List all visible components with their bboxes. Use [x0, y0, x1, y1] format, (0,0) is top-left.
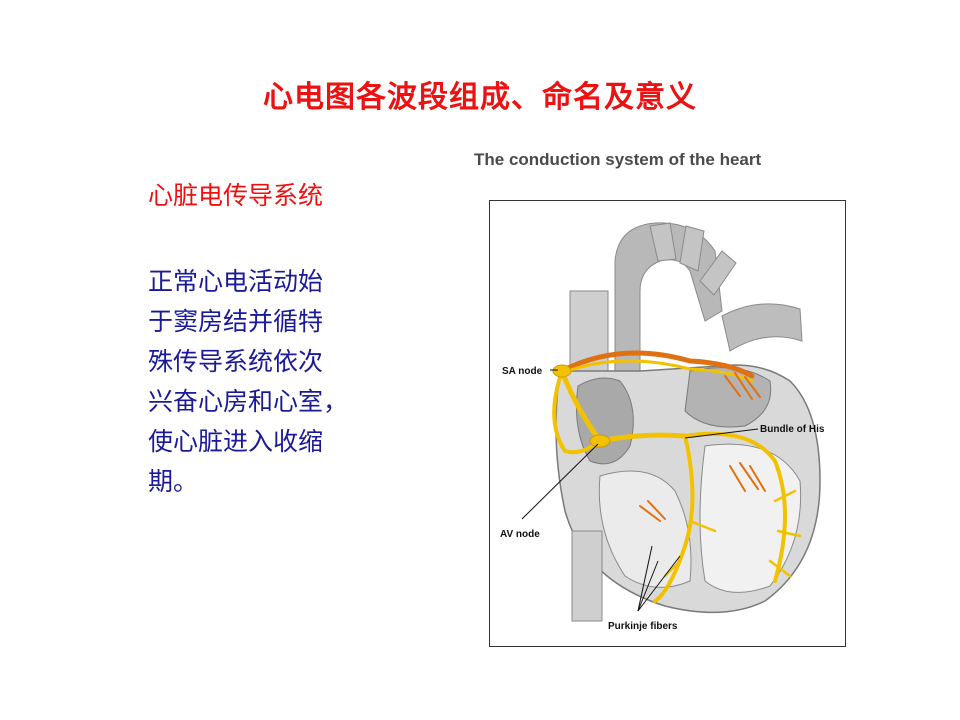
label-av-node: AV node [500, 529, 540, 540]
pulmonary-artery [721, 303, 803, 352]
bachmann-bundle [559, 350, 755, 379]
right-bundle-branch [653, 434, 695, 603]
left-bundle-branch [683, 431, 787, 583]
slide-title: 心电图各波段组成、命名及意义 [263, 80, 697, 115]
body-line: 使心脏进入收缩 [148, 427, 324, 456]
label-sa-node: SA node [502, 366, 543, 377]
aortic-branch-3 [699, 250, 737, 296]
aortic-branch-2 [679, 225, 705, 272]
internodal-pathway [552, 369, 602, 455]
figure-caption: The conduction system of the heart [474, 150, 762, 169]
bundle-of-his-leader [684, 428, 759, 439]
heart-figure: SA node Bundle of His AV node Purkinje f… [489, 200, 846, 647]
body-line: 正常心电活动始 [148, 267, 324, 296]
right-ventricle [598, 470, 692, 588]
heart-illustration: SA node Bundle of His AV node Purkinje f… [500, 222, 825, 632]
bachmann-bundle [560, 359, 754, 383]
purkinje-leader [637, 555, 681, 612]
body-line: 殊传导系统依次 [148, 347, 324, 376]
inferior-vena-cava [571, 530, 603, 622]
body-line: 期。 [148, 467, 199, 496]
left-atrium [684, 367, 772, 428]
purkinje-branch [663, 489, 802, 578]
section-subheading: 心脏电传导系统 [148, 181, 324, 210]
av-node-leader [521, 443, 599, 520]
internodal-pathway [559, 368, 603, 444]
aortic-branch-1 [649, 222, 677, 262]
av-node-marker [589, 434, 611, 448]
label-bundle-of-his: Bundle of His [760, 424, 825, 435]
body-line: 兴奋心房和心室， [148, 387, 349, 416]
purkinje-leader [637, 545, 653, 612]
left-ventricle [699, 443, 802, 593]
purkinje-leader [637, 560, 659, 612]
body-line: 于窦房结并循特 [148, 307, 324, 336]
orange-fibers [639, 372, 766, 522]
label-purkinje-fibers: Purkinje fibers [608, 621, 678, 632]
sa-node-marker [552, 364, 572, 378]
body-paragraph: 正常心电活动始 于窦房结并循特 殊传导系统依次 兴奋心房和心室， 使心脏进入收缩… [148, 262, 398, 502]
